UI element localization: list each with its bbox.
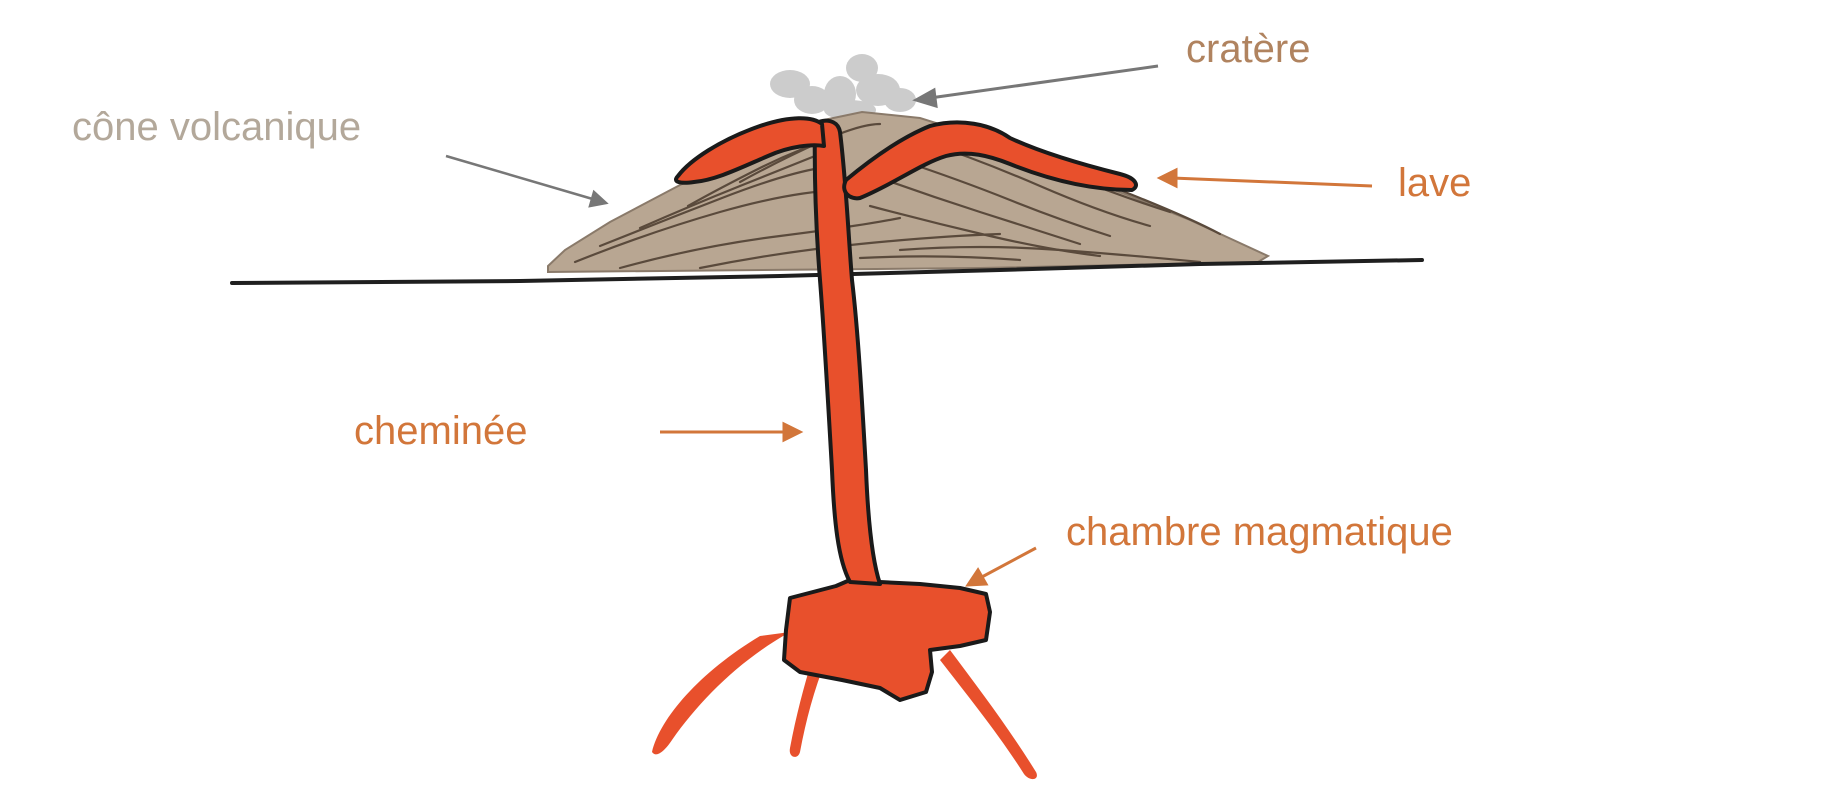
chamber-arrow	[968, 548, 1036, 585]
chimney-arrow	[660, 424, 800, 440]
label-chimney: cheminée	[354, 409, 527, 453]
cone-arrow	[446, 156, 606, 206]
label-cone: cône volcanique	[72, 105, 361, 149]
smoke-cloud	[770, 54, 916, 120]
label-crater: cratère	[1186, 27, 1311, 71]
lava-arrow	[1160, 170, 1372, 186]
label-chamber: chambre magmatique	[1066, 510, 1453, 554]
label-lava: lave	[1398, 161, 1471, 205]
crater-arrow	[916, 66, 1158, 106]
